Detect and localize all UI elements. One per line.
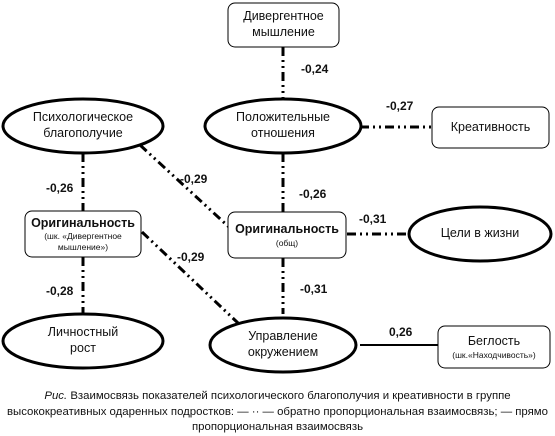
node-creativity-box [431, 106, 550, 149]
diagram-canvas [1, 2, 553, 374]
edge-label-positive-creativity: -0,27 [386, 99, 414, 113]
correlation-diagram: Дивергентное мышление Психологическое бл… [1, 2, 553, 374]
edge-wellbeing-origgen [138, 143, 232, 230]
node-environment-ellipse [208, 316, 358, 374]
edge-origdiv-environment [140, 230, 240, 325]
edge-label-environment-fluency: 0,26 [389, 325, 413, 339]
edge-label-origdiv-environment: -0,29 [177, 250, 205, 264]
edge-label-origdiv-growth: -0,28 [46, 284, 74, 298]
node-originality-gen-box [227, 211, 347, 259]
edge-label-divergent-positive: -0,24 [301, 62, 329, 76]
node-growth-ellipse [1, 312, 165, 370]
node-fluency-box [437, 325, 551, 369]
edge-label-origgen-goals: -0,31 [359, 212, 387, 226]
node-positive-ellipse [203, 97, 363, 155]
edge-label-positive-origgen: -0,26 [299, 187, 327, 201]
node-wellbeing-ellipse [1, 97, 165, 155]
node-divergent-box [227, 2, 340, 48]
figure-caption: Рис. Взаимосвязь показателей психологиче… [4, 389, 551, 436]
caption-lead: Рис. [44, 390, 68, 402]
edge-label-wellbeing-origgen: -0,29 [180, 172, 208, 186]
node-goals-ellipse [407, 205, 553, 263]
edge-label-origgen-environment: -0,31 [300, 282, 328, 296]
edge-label-wellbeing-origdiv: -0,26 [46, 181, 74, 195]
caption-text: Взаимосвязь показателей психологического… [7, 390, 548, 434]
node-originality-div-box [24, 210, 142, 258]
